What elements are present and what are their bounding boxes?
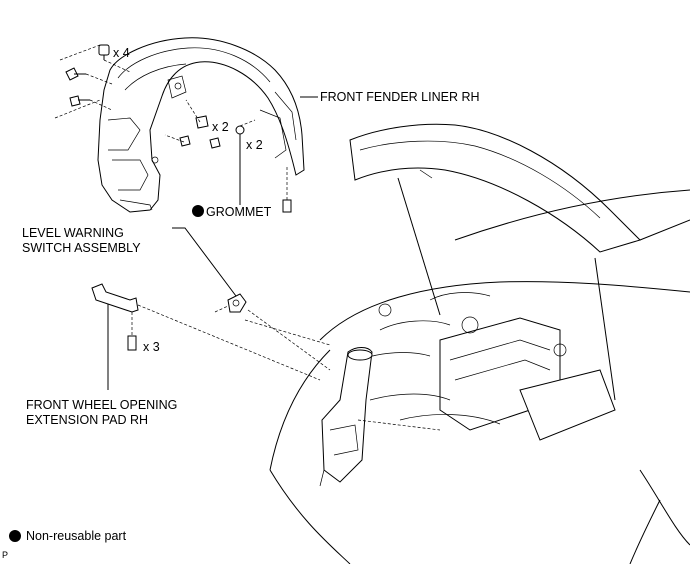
- clip-qty-mid: x 2: [212, 120, 229, 134]
- front-wheel-opening-pad-label: FRONT WHEEL OPENING EXTENSION PAD RH: [26, 398, 178, 427]
- liner-clips: [65, 44, 292, 213]
- non-reusable-dot: [9, 530, 21, 542]
- vehicle-front: [269, 123, 690, 564]
- legend-non-reusable: Non-reusable part: [26, 529, 127, 543]
- grommet-label-text: GROMMET: [206, 205, 272, 219]
- corner-code: P: [2, 550, 9, 560]
- front-fender-liner: [97, 37, 305, 213]
- grommet-label: GROMMET: [192, 205, 271, 220]
- grommet-qty: x 2: [246, 138, 263, 152]
- front-fender-liner-label: FRONT FENDER LINER RH: [320, 90, 480, 104]
- extension-pad: [91, 283, 139, 351]
- level-warning-switch-label: LEVEL WARNING SWITCH ASSEMBLY: [22, 226, 141, 255]
- clip-qty-top: x 4: [113, 46, 130, 60]
- non-reusable-marker: [192, 205, 204, 217]
- pad-screw-qty: x 3: [143, 340, 160, 354]
- level-warning-switch: [227, 293, 247, 313]
